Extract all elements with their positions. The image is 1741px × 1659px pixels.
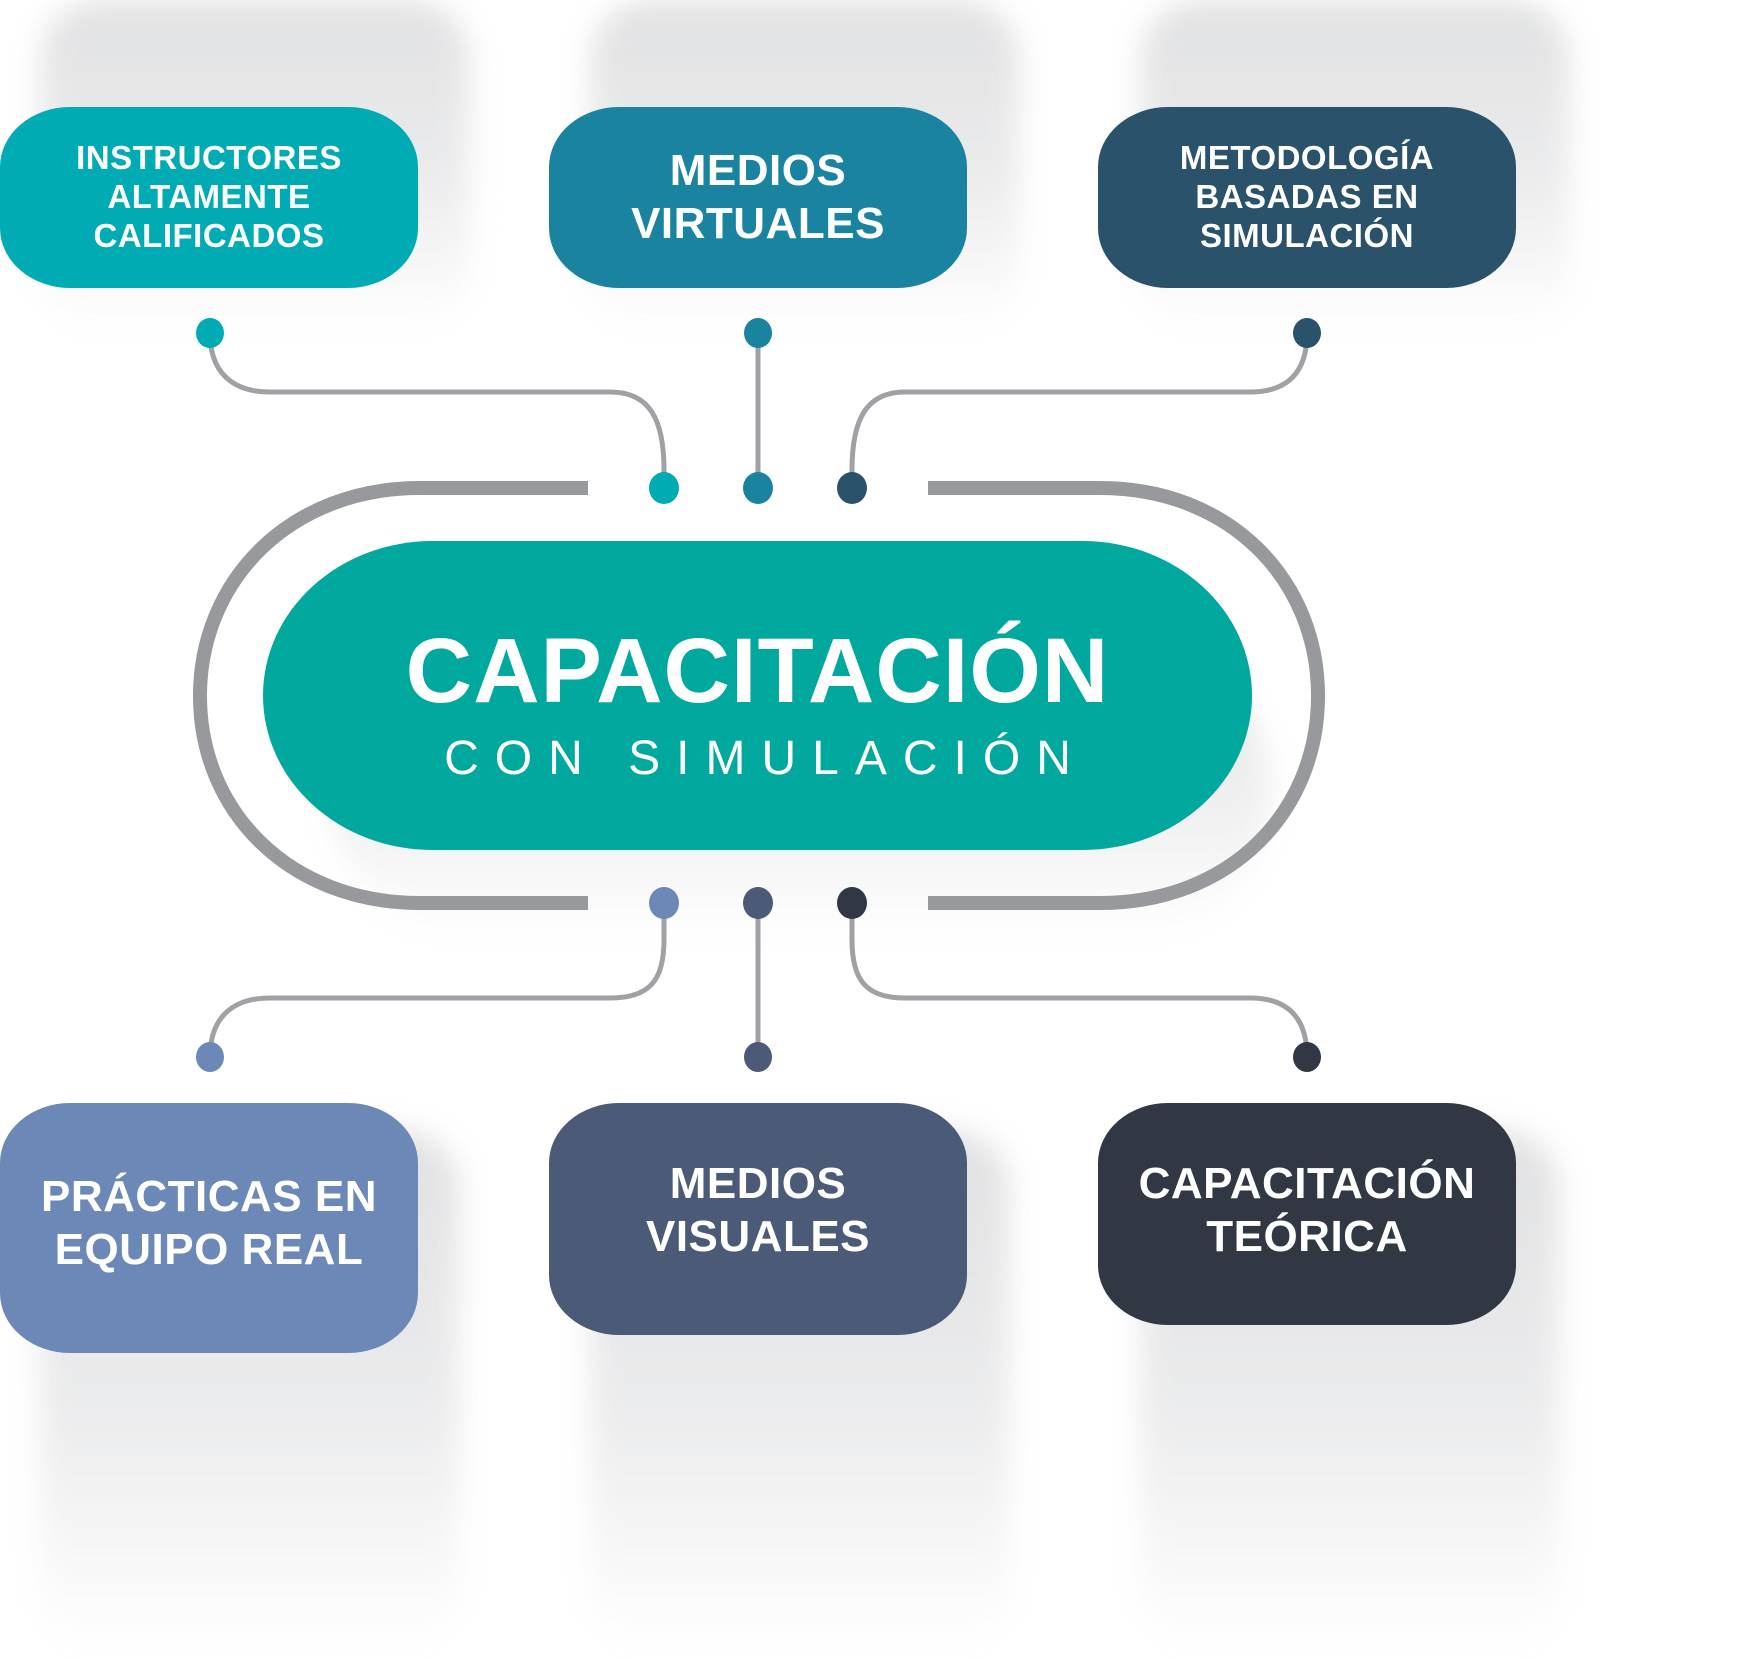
center-title: CAPACITACIÓN	[405, 620, 1110, 722]
ring-right	[928, 481, 1326, 910]
connector-bottom-left	[207, 903, 667, 1058]
dot-bottom-right-inner	[837, 887, 867, 919]
node-label-line: CAPACITACIÓN	[1138, 1159, 1476, 1208]
node-label-line: PRÁCTICAS EN	[40, 1172, 378, 1221]
connector-top-left	[207, 332, 667, 488]
node-label-line: CALIFICADOS	[93, 216, 325, 254]
node-label-line: METODOLOGÍA	[1179, 139, 1435, 177]
node-label-line: ALTAMENTE	[107, 178, 311, 216]
node-label-line: VIRTUALES	[631, 198, 885, 248]
dot-bottom-center-inner	[743, 887, 773, 919]
node-practicas: PRÁCTICAS EN EQUIPO REAL	[0, 1103, 418, 1353]
node-medios-visuales: MEDIOS VISUALES	[549, 1103, 967, 1335]
node-label-line: INSTRUCTORES	[76, 139, 342, 177]
dot-bottom-right-outer	[1293, 1042, 1321, 1072]
node-capacitacion-teorica: CAPACITACIÓN TEÓRICA	[1098, 1103, 1516, 1325]
dot-bottom-left-outer	[196, 1042, 224, 1072]
connector-bottom-right	[849, 903, 1310, 1058]
node-label-line: BASADAS EN	[1195, 178, 1419, 216]
center-node: CAPACITACIÓN CON SIMULACIÓN	[263, 541, 1252, 850]
node-label-line: VISUALES	[645, 1211, 871, 1261]
connector-top-right	[849, 332, 1310, 488]
ring-left	[192, 481, 588, 910]
node-label-line: EQUIPO REAL	[54, 1224, 364, 1274]
dot-top-center-inner	[743, 472, 773, 504]
dot-top-left-outer	[196, 318, 224, 348]
dot-top-left-inner	[649, 472, 679, 504]
node-medios-virtuales: MEDIOS VIRTUALES	[549, 107, 967, 288]
node-label-line: MEDIOS	[669, 1159, 847, 1208]
node-label-line: TEÓRICA	[1206, 1211, 1408, 1261]
center-subtitle: CON SIMULACIÓN	[444, 732, 1087, 785]
dot-top-center-outer	[744, 318, 772, 348]
node-label-line: MEDIOS	[669, 145, 847, 195]
node-instructores: INSTRUCTORES ALTAMENTE CALIFICADOS	[0, 107, 418, 288]
node-metodologia: METODOLOGÍA BASADAS EN SIMULACIÓN	[1098, 107, 1516, 288]
node-label-line: SIMULACIÓN	[1199, 216, 1414, 254]
dot-bottom-left-inner	[649, 887, 679, 919]
dot-bottom-center-outer	[744, 1042, 772, 1072]
dot-top-right-outer	[1293, 318, 1321, 348]
dot-top-right-inner	[837, 472, 867, 504]
